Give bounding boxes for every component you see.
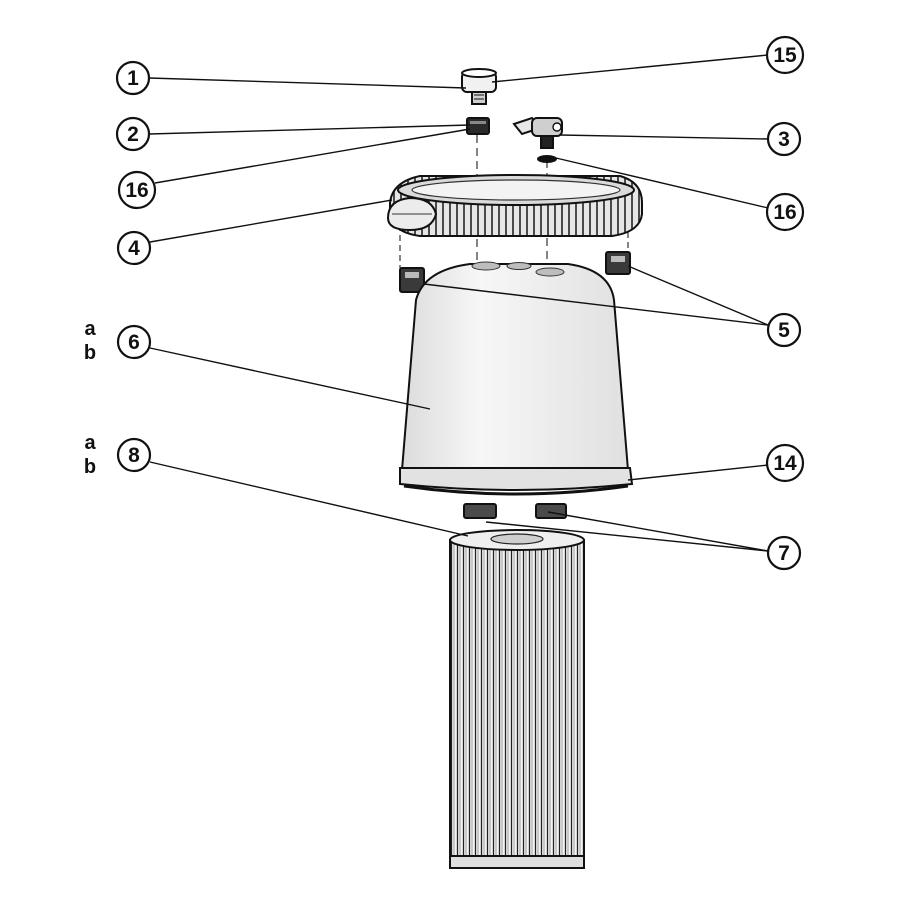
callout-16-left: 16 xyxy=(117,170,157,210)
callout-label: 15 xyxy=(773,44,797,67)
callout-4: 4 xyxy=(116,230,152,266)
lock-ring-part xyxy=(386,174,643,237)
leader-lines xyxy=(148,54,769,552)
callout-label: 1 xyxy=(127,67,139,90)
variant-a: a xyxy=(84,432,96,454)
callout-label: 3 xyxy=(778,128,790,151)
cartridge-clip-part-right xyxy=(535,503,567,519)
variant-b: b xyxy=(84,456,96,478)
callout-2: 2 xyxy=(115,116,151,152)
o-ring-part-right xyxy=(537,155,557,163)
callout-8: 8 xyxy=(116,437,152,473)
variant-labels-part6: a b xyxy=(84,318,97,364)
variant-a: a xyxy=(84,318,96,340)
elbow-fitting-part xyxy=(512,116,563,149)
callout-label: 16 xyxy=(773,201,796,224)
callout-3: 3 xyxy=(766,121,802,157)
clip-part-left xyxy=(399,267,425,293)
callout-label: 5 xyxy=(778,319,790,342)
variant-b: b xyxy=(84,342,96,364)
shell-o-ring-part xyxy=(399,467,634,496)
callout-1: 1 xyxy=(115,60,151,96)
callout-7: 7 xyxy=(766,535,802,571)
callout-label: 7 xyxy=(778,542,790,565)
callout-label: 6 xyxy=(128,331,140,354)
tank-shell-part xyxy=(400,261,630,471)
callout-15: 15 xyxy=(765,35,805,75)
clip-part-right xyxy=(605,251,631,275)
callout-16-right: 16 xyxy=(765,192,805,232)
callout-14: 14 xyxy=(765,443,805,483)
callout-label: 2 xyxy=(127,123,139,146)
callout-label: 4 xyxy=(128,237,140,260)
callout-label: 14 xyxy=(773,452,797,475)
callout-6: 6 xyxy=(116,324,152,360)
callout-label: 8 xyxy=(128,444,140,467)
air-relief-knob-part xyxy=(461,68,497,105)
cartridge-clip-part-left xyxy=(463,503,497,519)
filter-cartridge-part xyxy=(449,529,585,869)
variant-labels-part8: a b xyxy=(84,432,97,478)
callout-5: 5 xyxy=(766,312,802,348)
adapter-part xyxy=(466,117,490,135)
callout-label: 16 xyxy=(125,179,148,202)
